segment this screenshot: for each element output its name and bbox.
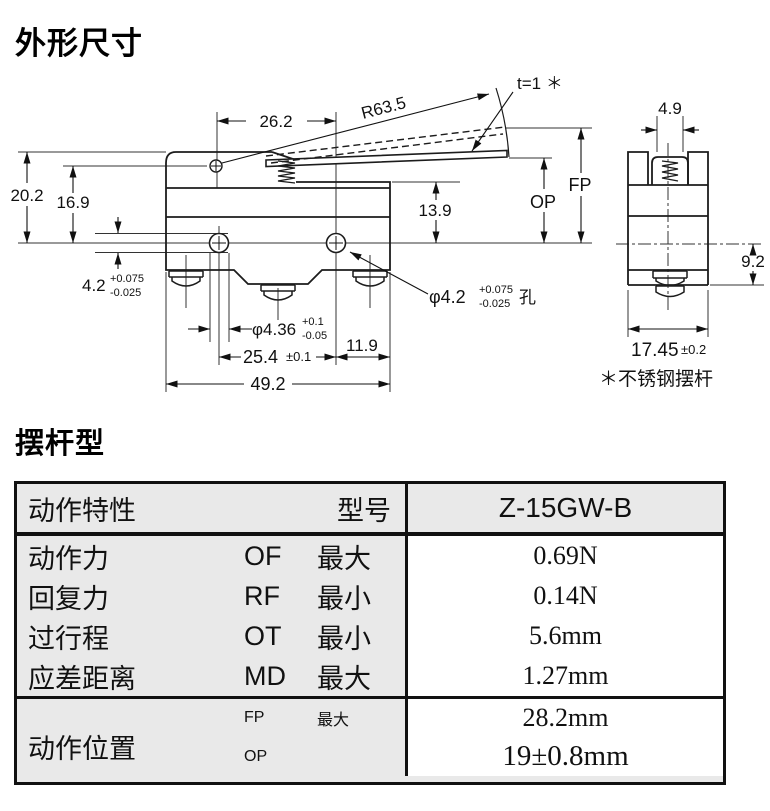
front-view: 26.2 R63.5 t=1 ＊ 20.2 16.9 4.2 +0.075 -0…	[10, 74, 592, 394]
terminal-screws	[168, 270, 388, 301]
table-row-label: 应差距离	[28, 663, 136, 694]
dim-17-45-label: 17.45 ±0.2	[631, 340, 706, 361]
dim-phi4-36-label: φ4.36 +0.1 -0.05	[252, 316, 327, 342]
dim-49-2-label: 49.2	[250, 374, 285, 394]
table-row-code: RF	[244, 580, 280, 611]
page-title: 外形尺寸	[15, 26, 143, 61]
side-terminal-screw	[652, 270, 688, 298]
op-label: OP	[530, 192, 556, 212]
table-row-limit: 最小	[317, 583, 371, 614]
stainless-lever-note: ＊不锈钢摆杆	[599, 368, 713, 390]
table-row-label: 过行程	[28, 623, 109, 654]
svg-text:φ4.2: φ4.2	[429, 287, 466, 307]
lever-free-position-dashed	[265, 126, 506, 164]
table-row-value: 0.69N	[405, 536, 723, 576]
table-row-code: OF	[244, 540, 282, 571]
svg-text:±0.1: ±0.1	[286, 349, 311, 364]
svg-text:25.4: 25.4	[243, 347, 278, 367]
table-position-limit-fp: 最大	[317, 712, 350, 730]
dim-20-2-label: 20.2	[10, 186, 43, 205]
table-row-limit: 最小	[317, 623, 371, 654]
svg-text:+0.075: +0.075	[110, 273, 144, 285]
spring-coil	[277, 160, 296, 184]
section-title-lever-type: 摆杆型	[15, 428, 106, 460]
table-position-code-op: OP	[244, 747, 268, 765]
svg-text:孔: 孔	[519, 288, 536, 307]
svg-text:-0.025: -0.025	[110, 287, 141, 299]
table-row-value: 5.6mm	[405, 616, 723, 656]
table-header-model: Z-15GW-B	[405, 484, 723, 536]
lever-thickness-label: t=1 ＊	[517, 74, 563, 93]
fp-label: FP	[568, 175, 591, 195]
table-row-label: 动作力	[28, 543, 109, 574]
svg-text:+0.1: +0.1	[302, 316, 324, 328]
table-row-value: 1.27mm	[405, 656, 723, 696]
svg-text:+0.075: +0.075	[479, 284, 513, 296]
front-dimension-arrows	[23, 117, 585, 388]
dim-13-9-label: 13.9	[418, 201, 451, 220]
side-view: 4.9 9.2 17.45 ±0.2 ＊不锈钢摆杆	[599, 99, 765, 390]
table-row-limit: 最大	[317, 663, 371, 694]
side-center-lines	[616, 116, 764, 337]
dimension-drawing: 26.2 R63.5 t=1 ＊ 20.2 16.9 4.2 +0.075 -0…	[10, 74, 765, 394]
dim-26-2-label: 26.2	[259, 112, 292, 131]
svg-text:φ4.36: φ4.36	[252, 320, 296, 339]
switch-body	[165, 151, 391, 285]
table-row-limit: 最大	[317, 543, 371, 574]
dim-16-9-label: 16.9	[56, 193, 89, 212]
table-position-limits: 最大	[311, 696, 405, 776]
table-position-code-fp: FP	[244, 709, 265, 727]
spec-table: 动作特性 型号 Z-15GW-B 动作力 OF 最大 0.69N 回复力 RF …	[14, 481, 726, 785]
table-position-values: 28.2mm 19±0.8mm	[405, 696, 723, 776]
svg-text:-0.025: -0.025	[479, 298, 510, 310]
side-dimension-arrows	[628, 126, 757, 333]
side-body	[627, 151, 709, 286]
dim-25-4-label: 25.4 ±0.1	[243, 347, 311, 367]
side-spring-coil	[661, 160, 679, 182]
dim-phi4-2-hole-label: φ4.2 +0.075 -0.025 孔	[429, 284, 536, 310]
dim-4-2-tolerance-label: 4.2 +0.075 -0.025	[82, 273, 144, 299]
table-row-code: OT	[244, 620, 282, 651]
svg-text:±0.2: ±0.2	[681, 342, 706, 357]
dim-4-9-label: 4.9	[658, 99, 682, 118]
lever-radius-label: R63.5	[359, 93, 408, 123]
table-position-value-op: 19±0.8mm	[502, 740, 629, 773]
table-position-limit-op	[317, 738, 405, 777]
hinge-lever	[265, 87, 510, 184]
svg-text:-0.05: -0.05	[302, 330, 327, 342]
table-position-value-fp: 28.2mm	[522, 703, 609, 733]
table-header-model-label: 型号	[311, 484, 405, 536]
table-row-code: MD	[244, 660, 286, 691]
table-row-value: 0.14N	[405, 576, 723, 616]
table-header-feature: 动作特性	[17, 484, 311, 536]
lever-sweep-arc	[495, 87, 510, 158]
mounting-holes	[208, 159, 347, 254]
table-row-label: 回复力	[28, 583, 109, 614]
table-position-codes: FP OP	[236, 696, 311, 776]
dim-9-2-label: 9.2	[741, 252, 765, 271]
dim-11-9-label: 11.9	[346, 336, 378, 355]
svg-text:4.2: 4.2	[82, 276, 106, 295]
table-position-label: 动作位置	[17, 696, 236, 776]
svg-text:17.45: 17.45	[631, 340, 679, 361]
leader-lines	[221, 91, 514, 295]
